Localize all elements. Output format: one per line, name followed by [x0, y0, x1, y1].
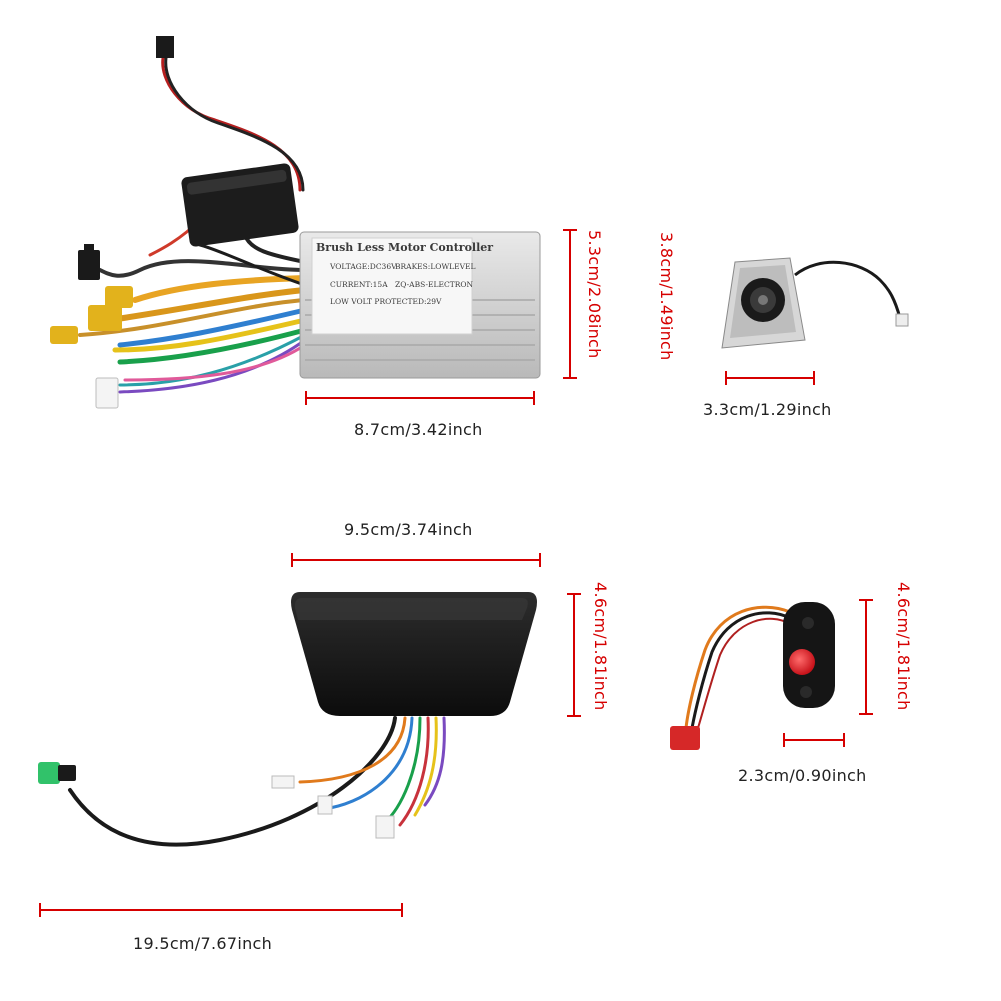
- thumb-throttle: [721, 257, 909, 349]
- horn-switch-cables: [684, 605, 792, 730]
- controller-connectors: [50, 36, 299, 409]
- horn-switch: [670, 602, 835, 750]
- switch-width-label: 2.3cm/0.90inch: [738, 766, 867, 785]
- controller-low-volt: LOW VOLT PROTECTED:29V: [330, 297, 442, 306]
- controller-cables: [78, 56, 308, 394]
- controller-maker: ZQ-ABS-ELECTRON: [395, 280, 474, 289]
- controller-width-label: 8.7cm/3.42inch: [354, 420, 483, 439]
- display-unit: [291, 592, 537, 716]
- cable-length-label: 19.5cm/7.67inch: [133, 934, 273, 953]
- controller-height-label: 5.3cm/2.08inch: [585, 230, 604, 359]
- throttle-height-label: 3.8cm/1.49inch: [657, 232, 676, 361]
- controller-box: [299, 231, 541, 379]
- display-height-label: 4.6cm/1.81inch: [591, 582, 610, 711]
- controller-brakes: BRAKES:LOWLEVEL: [395, 262, 476, 271]
- display-cables: [68, 716, 446, 847]
- dimension-lines: [39, 229, 873, 917]
- switch-height-label: 4.6cm/1.81inch: [894, 582, 913, 711]
- throttle-width-label: 3.3cm/1.29inch: [703, 400, 832, 419]
- controller-current: CURRENT:15A: [330, 280, 388, 289]
- controller-title: Brush Less Motor Controller: [316, 241, 494, 254]
- controller-voltage: VOLTAGE:DC36V: [330, 262, 397, 271]
- display-connectors: [38, 762, 395, 839]
- display-width-label: 9.5cm/3.74inch: [344, 520, 473, 539]
